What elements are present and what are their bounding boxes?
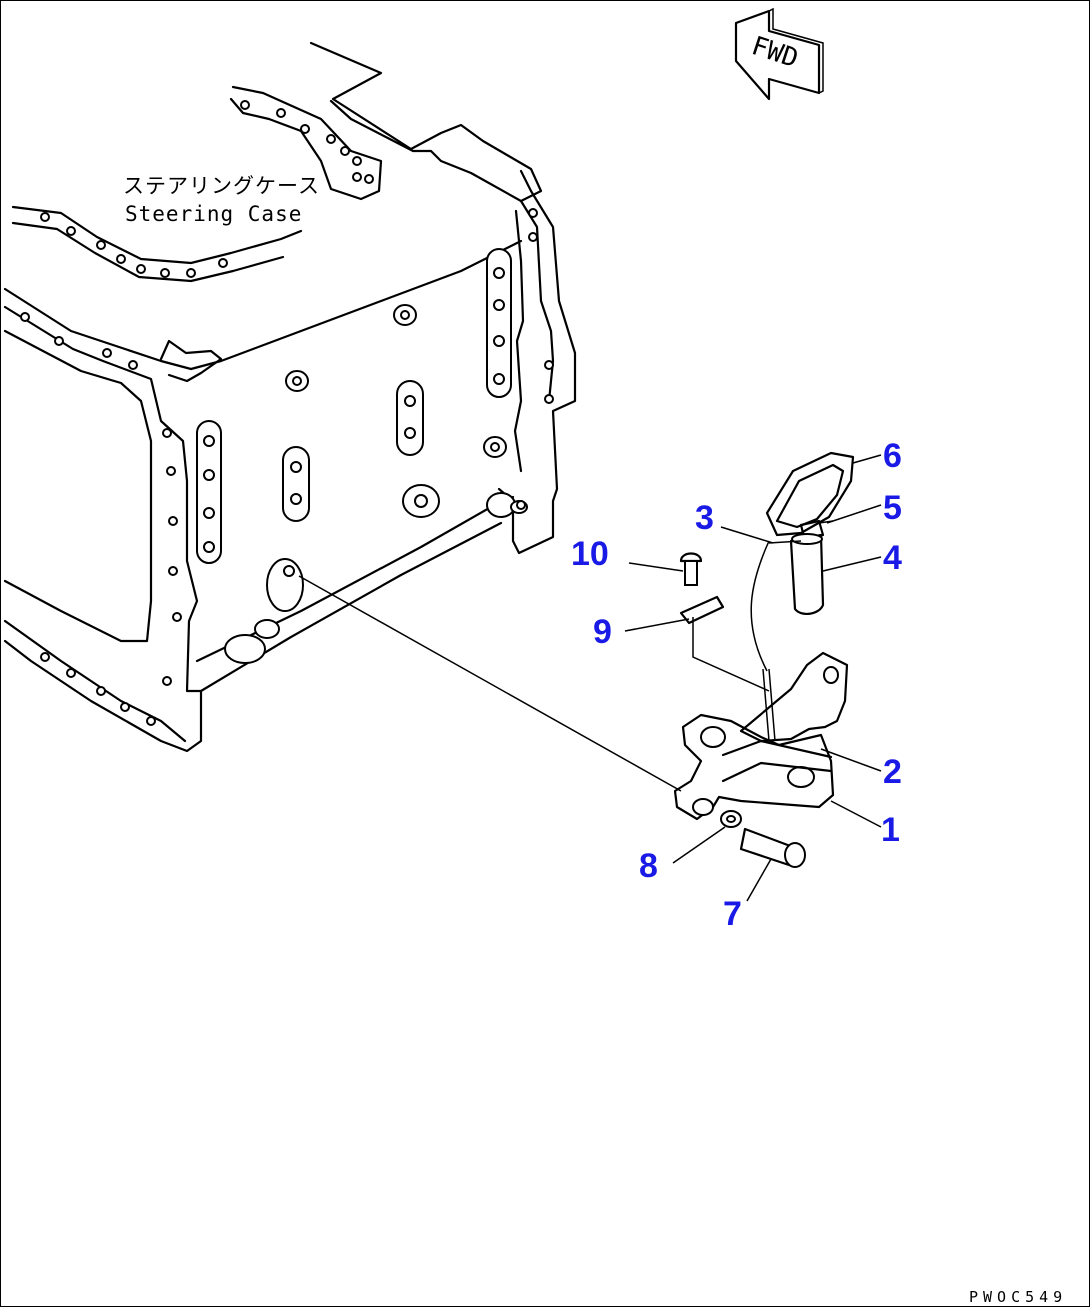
callouts: 1 2 3 4 5 6 7 8 9 10 xyxy=(571,437,902,933)
case-label-en: Steering Case xyxy=(125,202,302,226)
callout-2: 2 xyxy=(883,753,902,791)
callout-7: 7 xyxy=(723,895,742,933)
part-bolt xyxy=(739,827,806,868)
callout-6: 6 xyxy=(883,437,902,475)
callout-5: 5 xyxy=(883,489,902,527)
part-hitch-bracket xyxy=(673,713,835,821)
callout-4: 4 xyxy=(883,539,902,577)
callout-9: 9 xyxy=(593,613,612,651)
leader-lines xyxy=(624,454,882,902)
part-pin-arm xyxy=(739,540,849,743)
callout-3: 3 xyxy=(695,499,714,537)
part-cylinder xyxy=(789,533,825,615)
callout-10: 10 xyxy=(571,535,609,573)
assembly-line xyxy=(298,575,682,792)
case-label-jp: ステアリングケース xyxy=(123,174,320,198)
part-screw xyxy=(679,552,703,586)
steering-case xyxy=(3,41,577,753)
part-chain-link xyxy=(768,540,802,544)
part-washer xyxy=(720,810,742,828)
callout-8: 8 xyxy=(639,847,658,885)
fwd-arrow-icon: FWD xyxy=(734,7,824,101)
figure-code: PWOC549 xyxy=(969,1288,1067,1306)
callout-1: 1 xyxy=(881,811,900,849)
